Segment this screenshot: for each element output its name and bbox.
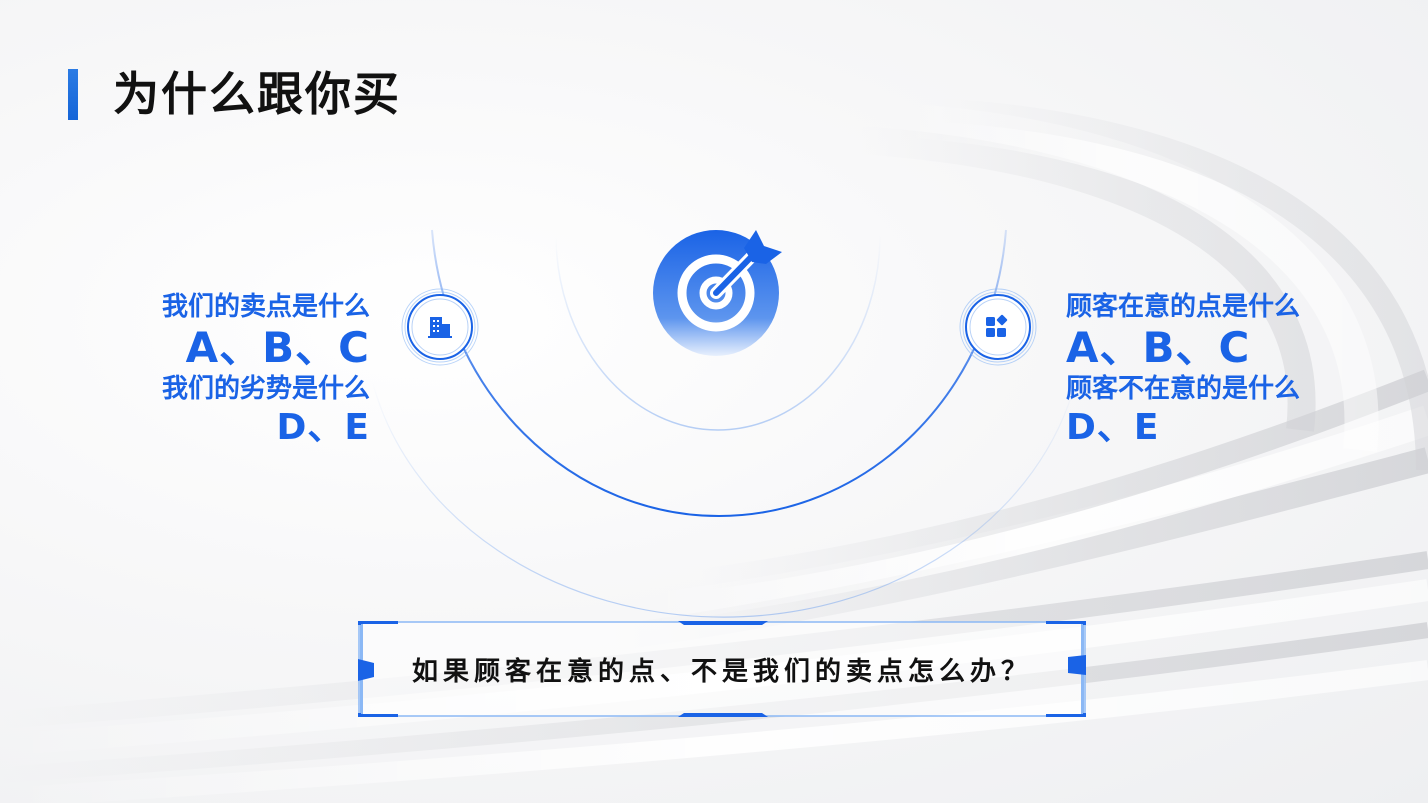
frame-border <box>358 621 1086 717</box>
outer-faint-arc <box>371 379 1077 618</box>
building-node <box>401 288 479 366</box>
main-arc <box>431 229 1007 518</box>
bottom-question-text: 如果顾客在意的点、不是我们的卖点怎么办？ <box>411 656 1032 687</box>
right-answer-customer-not-cares: D、E <box>1066 407 1160 448</box>
target-arrow-icon <box>653 230 782 356</box>
right-question-customer-not-cares: 顾客不在意的是什么 <box>1066 374 1301 404</box>
title-accent-bar <box>68 69 78 120</box>
left-question-weaknesses: 我们的劣势是什么 <box>161 374 370 404</box>
left-answer-weaknesses: D、E <box>276 407 370 448</box>
inner-arc <box>555 234 881 431</box>
left-answer-selling-points: A、B、C <box>185 323 370 372</box>
right-question-customer-cares: 顾客在意的点是什么 <box>1066 292 1301 322</box>
building-icon <box>428 317 452 338</box>
apps-node <box>959 288 1037 366</box>
right-answer-customer-cares: A、B、C <box>1066 323 1251 372</box>
apps-grid-icon <box>986 314 1008 337</box>
left-question-selling-points: 我们的卖点是什么 <box>161 292 370 322</box>
page-title: 为什么跟你买 <box>113 67 401 121</box>
bottom-question-frame: 如果顾客在意的点、不是我们的卖点怎么办？ <box>358 621 1086 717</box>
right-text-block: 顾客在意的点是什么 A、B、C 顾客不在意的是什么 D、E <box>1066 290 1366 450</box>
left-text-block: 我们的卖点是什么 A、B、C 我们的劣势是什么 D、E <box>100 290 370 450</box>
